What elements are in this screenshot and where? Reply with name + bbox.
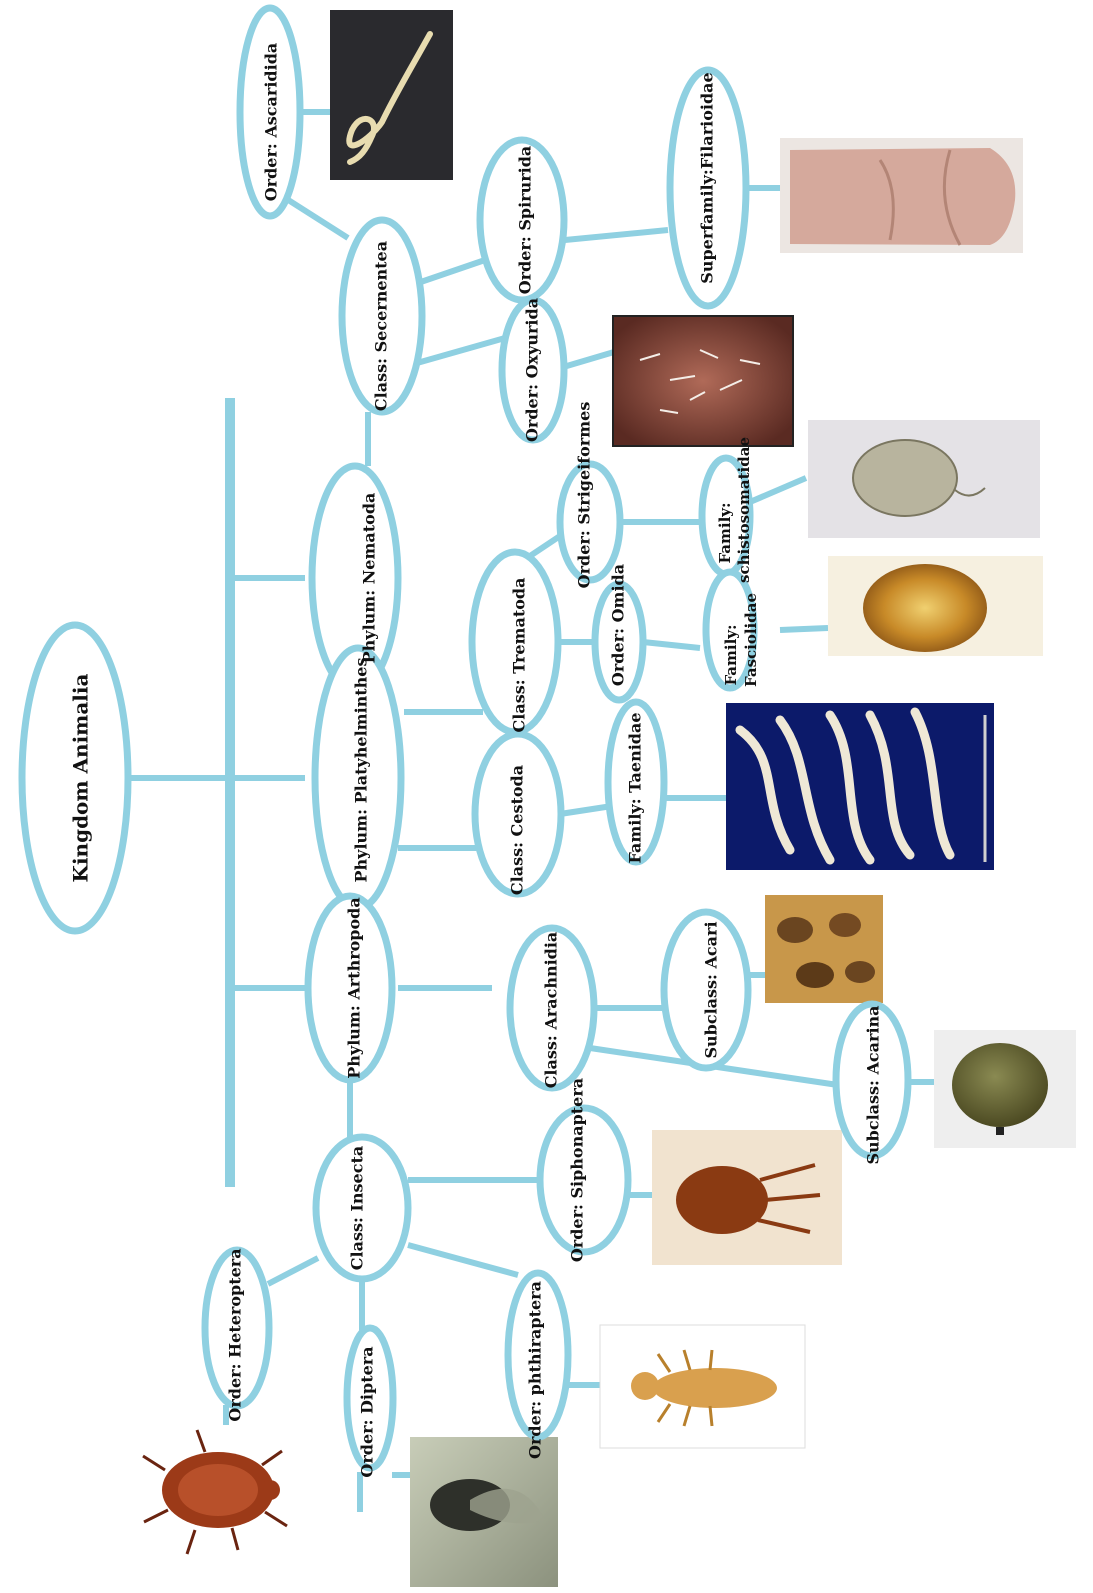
order-phthiraptera-label: Order: phthiraptera [526,1281,545,1459]
family-schistosomatidae-label-line1: Family: [716,502,734,563]
fluke-photo [828,556,1043,656]
order-siphonaptera-label: Order: Siphonaptera [568,1078,587,1262]
insecta-heteroptera-connector [268,1258,318,1284]
class-trematoda-label: Class: Trematoda [510,578,529,733]
filariasis-leg-photo [780,138,1023,253]
schistosome-photo [808,420,1040,538]
family-schistosomatidae-label-line2: schistosomatidae [735,437,753,583]
class-secernentea-label: Class: Secernentea [372,241,391,411]
family-taenidae-label: Family: Taenidae [626,712,645,863]
ascaris-worm-photo [330,10,453,180]
class-insecta-label: Class: Insecta [348,1146,367,1270]
superfamily-filarioidae-label: Superfamily:Filarioidae [698,72,717,283]
order-ascaridida-label: Order: Ascaridida [262,43,281,202]
subclass-acari-label: Subclass: Acari [702,921,721,1058]
tapeworm-photo [726,703,994,870]
bedbug-photo [143,1430,287,1554]
order-diptera-label: Order: Diptera [358,1346,377,1477]
spirurida-filarioidae-connector [565,230,668,240]
phylum-arthropoda-label: Phylum: Arthropoda [345,897,364,1078]
secernentea-oxyurida-connector [410,338,505,365]
subclass-acarina-label: Subclass: Acarina [864,1005,883,1164]
pinworm-photo [613,316,793,446]
oxyurida-image-connector [560,352,614,368]
phylum-nematoda-label: Phylum: Nematoda [360,493,379,664]
order-omida-label: Order: Omida [609,564,628,686]
flea-photo [652,1130,842,1265]
family-fasciolidae-label-line2: Fasciolidae [742,593,760,687]
family-fasciolidae-label-line1: Family: [722,624,740,685]
omida-fasciolidae-connector [643,642,700,648]
schistosomatidae-image-connector [750,478,806,502]
insecta-phthiraptera-connector [408,1245,518,1275]
order-oxyurida-label: Order: Oxyurida [523,298,542,442]
louse-photo [600,1325,805,1448]
class-cestoda-label: Class: Cestoda [508,765,527,895]
kingdom-label: Kingdom Animalia [69,674,93,883]
fasciolidae-image-connector [780,628,828,630]
cestoda-taenidae-connector [560,806,612,814]
mites-photo [765,895,883,1003]
secernentea-ascaridida-connector [282,196,348,238]
phylum-platyhelminthes-label: Phylum: Platyhelminthes [352,658,371,883]
order-spirurida-label: Order: Spirurida [516,146,535,295]
order-strigeiformes-label: Order: Strigeiformes [575,402,594,589]
tick-photo [934,1030,1076,1148]
class-arachnidia-label: Class: Arachnidia [542,932,561,1089]
order-heteroptera-label: Order: Heteroptera [226,1248,245,1421]
